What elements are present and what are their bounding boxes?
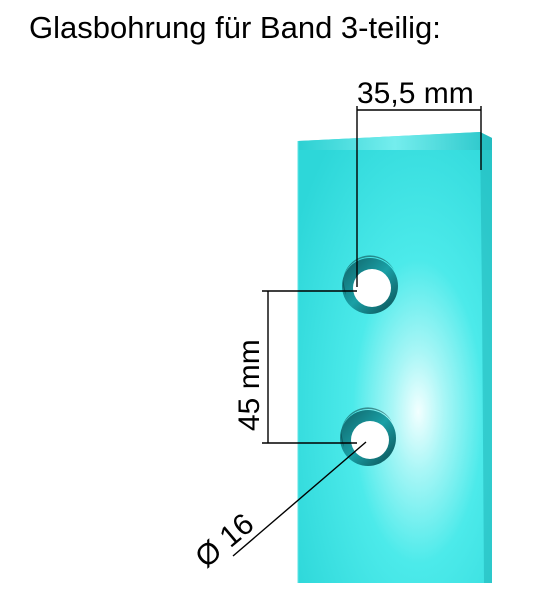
hole-offset-label: 35,5 mm bbox=[357, 77, 474, 110]
glass-panel bbox=[297, 132, 492, 583]
dimension-hole-offset: 35,5 mm bbox=[356, 77, 482, 287]
upper-hole bbox=[342, 255, 398, 314]
page-title: Glasbohrung für Band 3-teilig: bbox=[29, 10, 441, 45]
hole-spacing-label: 45 mm bbox=[233, 339, 266, 431]
dimension-hole-spacing: 45 mm bbox=[233, 290, 357, 444]
hole-diameter-label: Ø 16 bbox=[189, 507, 260, 574]
